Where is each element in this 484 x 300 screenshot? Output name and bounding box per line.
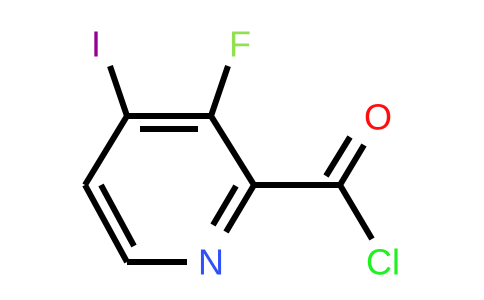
atom-nitrogen-label: N bbox=[198, 242, 224, 283]
bond-c5-c4 bbox=[82, 114, 130, 187]
atom-chlorine-label: Cl bbox=[366, 242, 400, 283]
atom-fluorine-label: F bbox=[229, 24, 251, 65]
bond-ccarbonyl-o bbox=[337, 143, 367, 187]
bond-c4-i bbox=[107, 65, 130, 117]
bond-ccarbonyl-o-second bbox=[323, 135, 353, 178]
bond-c6-c5-inner bbox=[98, 183, 137, 248]
bond-ccarbonyl-cl bbox=[337, 183, 375, 241]
bond-c2-n-inner bbox=[210, 184, 239, 227]
bond-c6-c5 bbox=[82, 183, 130, 264]
bond-c3-f bbox=[208, 65, 231, 117]
bond-c2-n bbox=[223, 183, 257, 234]
atom-oxygen-label: O bbox=[364, 97, 392, 138]
bond-c3-c2 bbox=[208, 114, 257, 187]
atom-iodine-label: I bbox=[91, 24, 101, 65]
